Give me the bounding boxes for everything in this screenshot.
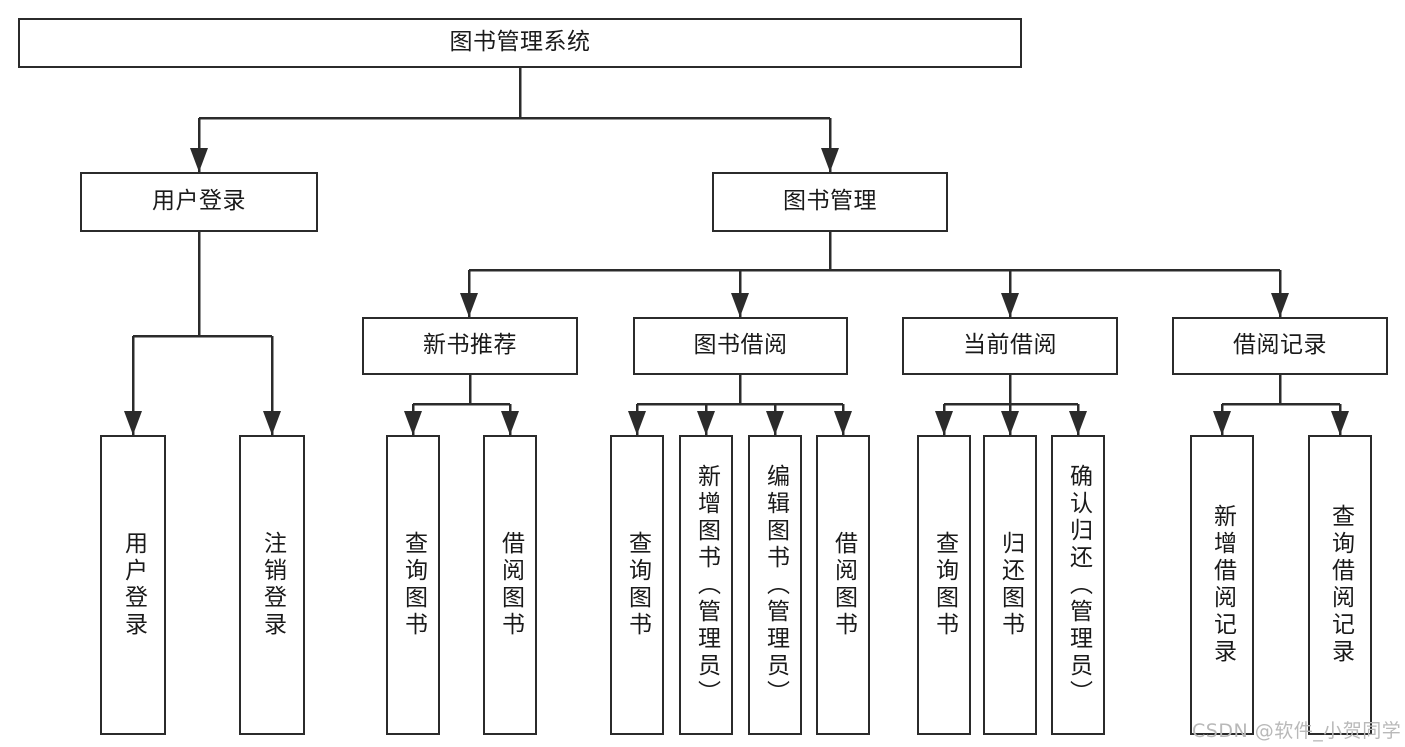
node-leaf-query-book[interactable]: 查询图书 (610, 435, 664, 735)
node-book-manage[interactable]: 图书管理 (712, 172, 948, 232)
node-leaf-add-book-label: 新增图书（管理员） (693, 463, 720, 707)
node-leaf-borrow-book-label: 借阅图书 (830, 531, 857, 639)
node-leaf-add-record[interactable]: 新增借阅记录 (1190, 435, 1254, 735)
node-book-borrow[interactable]: 图书借阅 (633, 317, 848, 375)
node-leaf-return-book[interactable]: 归还图书 (983, 435, 1037, 735)
node-current-borrow-label: 当前借阅 (963, 332, 1057, 359)
node-leaf-add-record-label: 新增借阅记录 (1209, 504, 1236, 666)
node-leaf-edit-book-label: 编辑图书（管理员） (762, 463, 789, 707)
node-leaf-user-login[interactable]: 用户登录 (100, 435, 166, 735)
node-leaf-query-book-cur[interactable]: 查询图书 (917, 435, 971, 735)
node-leaf-query-book-label: 查询图书 (624, 531, 651, 639)
node-leaf-user-logout[interactable]: 注销登录 (239, 435, 305, 735)
node-current-borrow[interactable]: 当前借阅 (902, 317, 1118, 375)
node-leaf-query-book-rec[interactable]: 查询图书 (386, 435, 440, 735)
node-leaf-add-book[interactable]: 新增图书（管理员） (679, 435, 733, 735)
node-new-book-rec[interactable]: 新书推荐 (362, 317, 578, 375)
node-borrow-record[interactable]: 借阅记录 (1172, 317, 1388, 375)
node-leaf-query-record-label: 查询借阅记录 (1327, 504, 1354, 666)
node-user-login[interactable]: 用户登录 (80, 172, 318, 232)
node-leaf-user-logout-label: 注销登录 (259, 531, 286, 639)
node-leaf-borrow-book-rec[interactable]: 借阅图书 (483, 435, 537, 735)
node-leaf-query-record[interactable]: 查询借阅记录 (1308, 435, 1372, 735)
watermark-text: CSDN @软件_小贺同学 (1192, 720, 1402, 742)
node-leaf-query-book-rec-label: 查询图书 (400, 531, 427, 639)
node-leaf-return-book-label: 归还图书 (997, 531, 1024, 639)
node-leaf-borrow-book-rec-label: 借阅图书 (497, 531, 524, 639)
node-user-login-label: 用户登录 (152, 188, 246, 215)
node-book-borrow-label: 图书借阅 (693, 332, 788, 359)
node-book-manage-label: 图书管理 (783, 188, 877, 215)
node-new-book-rec-label: 新书推荐 (423, 332, 517, 359)
node-root-label: 图书管理系统 (449, 29, 591, 56)
node-leaf-query-book-cur-label: 查询图书 (931, 531, 958, 639)
node-root[interactable]: 图书管理系统 (18, 18, 1022, 68)
node-leaf-borrow-book[interactable]: 借阅图书 (816, 435, 870, 735)
node-leaf-user-login-label: 用户登录 (120, 531, 147, 639)
node-leaf-edit-book[interactable]: 编辑图书（管理员） (748, 435, 802, 735)
node-leaf-confirm-return[interactable]: 确认归还（管理员） (1051, 435, 1105, 735)
node-borrow-record-label: 借阅记录 (1233, 332, 1327, 359)
node-leaf-confirm-return-label: 确认归还（管理员） (1065, 463, 1092, 707)
